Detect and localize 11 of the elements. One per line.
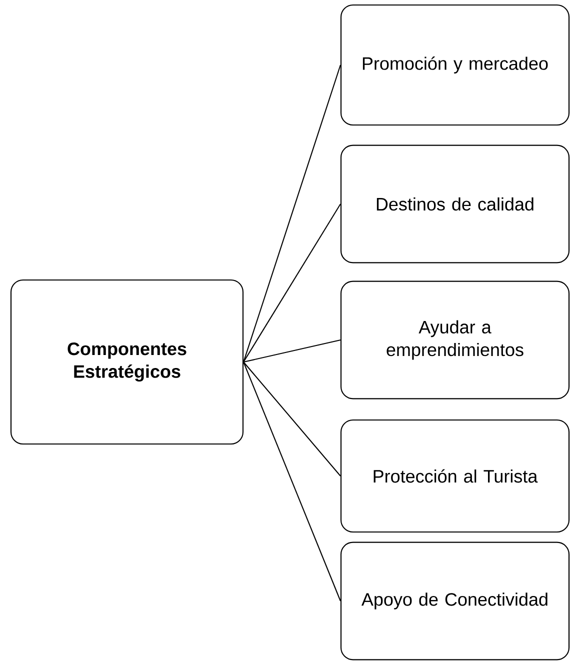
connector-line <box>243 204 341 362</box>
connector-line <box>243 339 341 363</box>
connector-line <box>243 362 341 476</box>
component-box: Ayudar a emprendimientos <box>340 280 570 400</box>
component-box: Protección al Turista <box>340 419 570 533</box>
component-box: Destinos de calidad <box>340 144 570 264</box>
root-box: Componentes Estratégicos <box>10 279 244 445</box>
connector-line <box>243 362 341 602</box>
connector-line <box>243 64 341 362</box>
component-box: Promoción y mercadeo <box>340 4 570 126</box>
component-box: Apoyo de Conectividad <box>340 542 570 660</box>
